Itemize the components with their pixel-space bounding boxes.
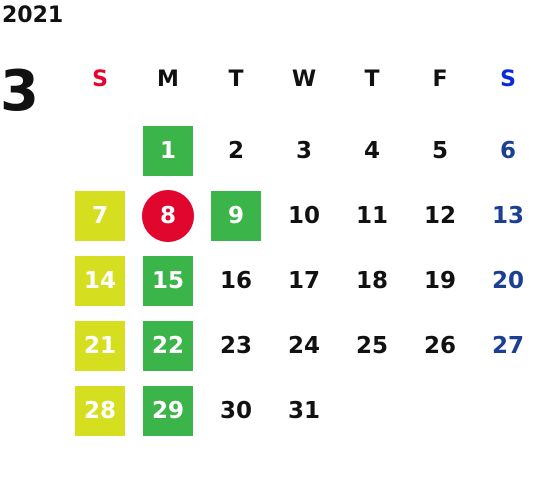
calendar-day-8[interactable]: 8 bbox=[142, 189, 194, 242]
weekday-wednesday: W bbox=[291, 67, 317, 92]
year-label: 2021 bbox=[2, 3, 64, 28]
calendar-day-5[interactable]: 5 bbox=[431, 137, 448, 164]
calendar-day-28[interactable]: 28 bbox=[75, 385, 125, 436]
calendar-day-9[interactable]: 9 bbox=[211, 190, 261, 241]
calendar-day-3[interactable]: 3 bbox=[295, 137, 312, 164]
calendar-day-2[interactable]: 2 bbox=[227, 137, 244, 164]
calendar-day-30[interactable]: 30 bbox=[219, 397, 252, 424]
weekday-thursday: T bbox=[364, 67, 380, 92]
calendar-day-11[interactable]: 11 bbox=[355, 202, 388, 229]
calendar-day-22[interactable]: 22 bbox=[143, 320, 193, 371]
calendar-day-7[interactable]: 7 bbox=[75, 190, 125, 241]
weekday-saturday: S bbox=[500, 67, 516, 92]
calendar-day-25[interactable]: 25 bbox=[355, 332, 388, 359]
weekday-monday: M bbox=[157, 67, 179, 92]
calendar-day-16[interactable]: 16 bbox=[219, 267, 252, 294]
calendar-day-13[interactable]: 13 bbox=[491, 202, 524, 229]
calendar-day-15[interactable]: 15 bbox=[143, 255, 193, 306]
calendar-day-31[interactable]: 31 bbox=[287, 397, 320, 424]
calendar-day-12[interactable]: 12 bbox=[423, 202, 456, 229]
calendar-day-17[interactable]: 17 bbox=[287, 267, 320, 294]
calendar-day-19[interactable]: 19 bbox=[423, 267, 456, 294]
calendar-day-20[interactable]: 20 bbox=[491, 267, 524, 294]
calendar-day-23[interactable]: 23 bbox=[219, 332, 252, 359]
calendar-day-14[interactable]: 14 bbox=[75, 255, 125, 306]
calendar-day-24[interactable]: 24 bbox=[287, 332, 320, 359]
month-number: 3 bbox=[0, 59, 39, 124]
weekday-friday: F bbox=[432, 67, 448, 92]
calendar-day-29[interactable]: 29 bbox=[143, 385, 193, 436]
calendar-day-26[interactable]: 26 bbox=[423, 332, 456, 359]
calendar-day-27[interactable]: 27 bbox=[491, 332, 524, 359]
weekday-header: S M T W T F S bbox=[66, 60, 542, 100]
weekday-tuesday: T bbox=[228, 67, 244, 92]
calendar-day-1[interactable]: 1 bbox=[143, 125, 193, 176]
calendar-day-18[interactable]: 18 bbox=[355, 267, 388, 294]
calendar-day-21[interactable]: 21 bbox=[75, 320, 125, 371]
calendar-day-10[interactable]: 10 bbox=[287, 202, 320, 229]
calendar-day-6[interactable]: 6 bbox=[499, 137, 516, 164]
weekday-sunday: S bbox=[92, 67, 108, 92]
calendar-day-4[interactable]: 4 bbox=[363, 137, 380, 164]
